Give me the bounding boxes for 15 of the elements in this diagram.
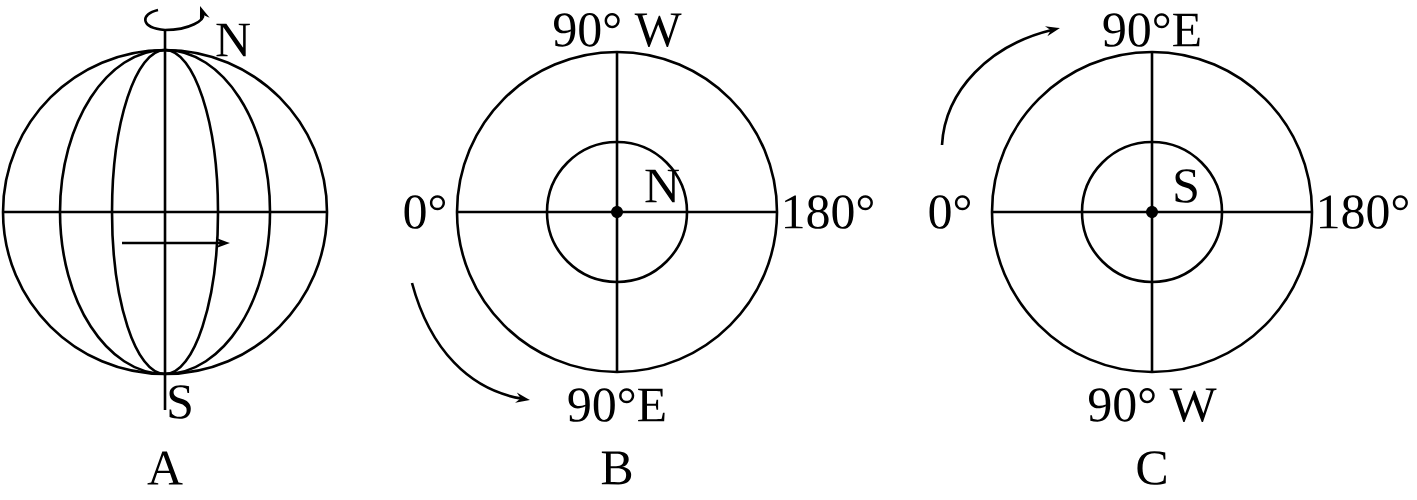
- panel-label: C: [1137, 451, 1166, 485]
- longitude-label: 90° W: [1089, 388, 1217, 422]
- longitude-label: 0°: [929, 195, 970, 229]
- longitude-label: 90°E: [568, 388, 665, 422]
- longitude-label: 180°: [785, 195, 873, 229]
- pole-label: N: [216, 23, 250, 57]
- longitude-label: 90° W: [554, 13, 682, 47]
- longitude-label: 0°: [404, 195, 445, 229]
- longitude-label: 180°: [1320, 195, 1408, 229]
- pole-label: S: [169, 385, 191, 419]
- panel-label: B: [601, 451, 632, 485]
- panel-label: A: [147, 451, 183, 485]
- pole-label: S: [1175, 169, 1197, 203]
- pole-label: N: [645, 169, 679, 203]
- longitude-label: 90°E: [1103, 13, 1200, 47]
